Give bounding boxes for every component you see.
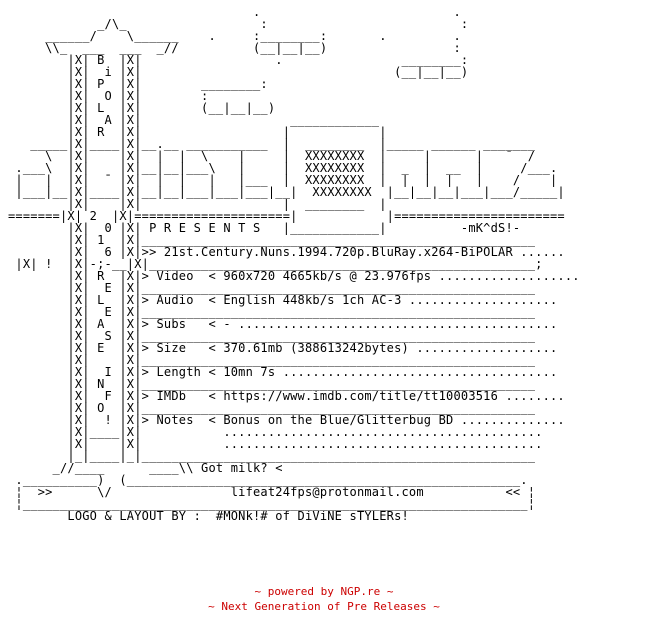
nfo-line: |X| O |X|_______________________________… — [8, 401, 536, 415]
nfo-line: |X| L |X| (__|__|__) — [8, 101, 276, 115]
nfo-line: \ |X| |X| | | \ | | XXXXXXXX | | | ¯ / — [8, 149, 536, 163]
nfo-line: |X| 0 |X| P R E S E N T S |____________|… — [8, 221, 521, 235]
nfo-line: |X| A |X| ____________ — [8, 113, 380, 127]
nfo-line: |X| |X| ................................… — [8, 437, 543, 451]
nfo-line: |___|__|X|____|X|__|__|___|___|___|__| X… — [8, 185, 565, 199]
nfo-line: _____|X|____|X|__.__ ___________ | _____… — [8, 137, 536, 151]
nfo-line: \\_ ___ ___ _// (__|__|__) : — [8, 41, 461, 55]
nfo-line: |X|____|X| .............................… — [8, 425, 543, 439]
nfo-line: |X| 6 |X|>> 21st.Century.Nuns.1994.720p.… — [8, 245, 565, 259]
nfo-line: |X| R |X| | | — [8, 125, 387, 139]
nfo-line: |X| E |X|_______________________________… — [8, 281, 536, 295]
powered-by-text: ~ powered by NGP.re ~ — [254, 585, 394, 598]
nfo-line: |X| B |X| . ________: — [8, 53, 469, 67]
nfo-line: |X| E |X|> Size < 370.61mb (388613242byt… — [8, 341, 558, 355]
nfo-line: _/\_ : : — [8, 17, 469, 31]
nfo-line: |X| E |X|_______________________________… — [8, 305, 536, 319]
nfo-line: |X| ! |X|> Notes < Bonus on the Blue/Gli… — [8, 413, 565, 427]
nfo-line: |X| R |X|> Video < 960x720 4665kb/s @ 23… — [8, 269, 580, 283]
tagline-text: ~ Next Generation of Pre Releases ~ — [208, 600, 440, 613]
nfo-line: |X| F |X|> IMDb < https://www.imdb.com/t… — [8, 389, 565, 403]
nfo-line: |X| I |X|> Length < 10mn 7s ............… — [8, 365, 558, 379]
nfo-line: |X| P |X| ________: — [8, 77, 268, 91]
nfo-line: . . — [8, 5, 461, 19]
nfo-line: ______/ \______ . :________: . . — [8, 29, 461, 43]
nfo-line: | | |X| ¯ |X| | | | |___ | XXXXXXXX | | … — [8, 173, 558, 187]
nfo-line: |X| |X| | ________ | — [8, 197, 387, 211]
nfo-line: |_|____|_|______________________________… — [8, 449, 536, 463]
nfo-line: _//____ ____\\ Got milk? < — [8, 461, 283, 475]
footer: ~ powered by NGP.re ~ ~ Next Generation … — [0, 584, 648, 614]
nfo-line: |X| N |X|_______________________________… — [8, 377, 536, 391]
nfo-line: =======|X| 2 |X|=====================| |… — [8, 209, 565, 223]
nfo-line: |X| S |X|_______________________________… — [8, 329, 536, 343]
nfo-line: .___\ |X| |X|__|__|___\ | | XXXXXXXX | _… — [8, 161, 558, 175]
nfo-line: |X| i |X| (__|__|__) — [8, 65, 469, 79]
nfo-line: |X| L |X|> Audio < English 448kb/s 1ch A… — [8, 293, 558, 307]
nfo-line: ¦_______________________________________… — [8, 497, 536, 511]
nfo-line: |X| |X|_________________________________… — [8, 353, 536, 367]
nfo-line: .__________) (__________________________… — [8, 473, 528, 487]
nfo-line: |X| ! |X|-;-__|X|_______________________… — [8, 257, 543, 271]
nfo-line: LOGO & LAYOUT BY : #MONk!# of DiViNE sTY… — [8, 509, 409, 523]
nfo-line: |X| O |X| : — [8, 89, 209, 103]
nfo-line: |X| 1 |X|_______________________________… — [8, 233, 536, 247]
nfo-line: ¦ >> \/ lifeat24fps@protonmail.com << ¦ — [8, 485, 536, 499]
nfo-line: |X| A |X|> Subs < - ....................… — [8, 317, 558, 331]
nfo-ascii-art: . . _/\_ : : ______/ \______ . :________… — [8, 6, 580, 522]
